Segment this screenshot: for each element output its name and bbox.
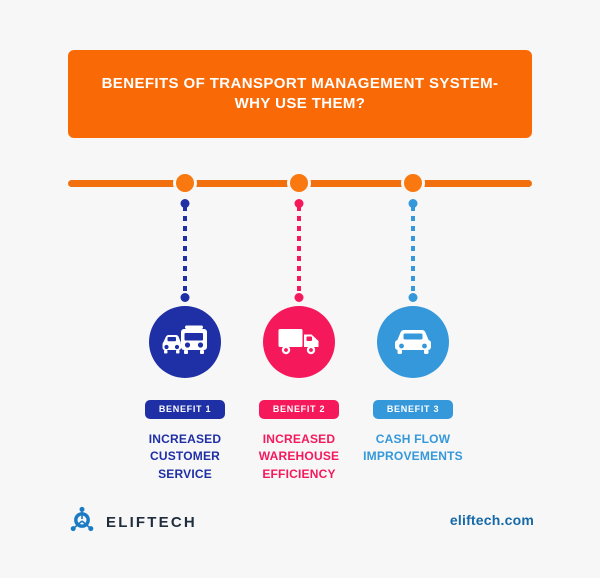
website-url[interactable]: eliftech.com: [449, 512, 534, 528]
benefit-column-1: BENEFIT 1 INCREASED CUSTOMER SERVICE: [105, 196, 265, 483]
benefit-column-3: BENEFIT 3 CASH FLOW IMPROVEMENTS: [333, 196, 493, 466]
delivery-truck-icon: [278, 327, 320, 357]
timeline-node-3[interactable]: [401, 171, 425, 195]
benefit-badge-1[interactable]: BENEFIT 1: [144, 400, 226, 419]
brand-logo[interactable]: ELIFTECH: [68, 506, 197, 539]
connector-cap-bottom-3: [408, 293, 418, 302]
timeline-node-1[interactable]: [173, 171, 197, 195]
connector-cap-top-1: [180, 199, 190, 208]
connector-dots-3: [411, 206, 415, 294]
page-title: BENEFITS OF TRANSPORT MANAGEMENT SYSTEM-…: [101, 74, 499, 112]
connector-dots-1: [183, 206, 187, 294]
timeline-node-2[interactable]: [287, 171, 311, 195]
timeline: [0, 168, 600, 198]
benefit-icon-circle-2[interactable]: [263, 306, 335, 378]
car-and-bus-icon: [162, 325, 208, 359]
connector-3: [333, 196, 493, 306]
car-front-icon: [393, 327, 433, 357]
connector-1: [105, 196, 265, 306]
connector-cap-bottom-1: [180, 293, 190, 302]
benefit-badge-3[interactable]: BENEFIT 3: [372, 400, 454, 419]
connector-dots-2: [297, 206, 301, 294]
benefit-caption-1: INCREASED CUSTOMER SERVICE: [148, 431, 222, 481]
footer: ELIFTECH eliftech.com: [0, 500, 600, 550]
connector-cap-bottom-2: [294, 293, 304, 302]
benefit-caption-2: INCREASED WAREHOUSE EFFICIENCY: [258, 431, 340, 481]
connector-cap-top-3: [408, 199, 418, 208]
eliftech-node-logo-icon: [68, 506, 96, 539]
connector-2: [219, 196, 379, 306]
benefit-caption-3: CASH FLOW IMPROVEMENTS: [363, 431, 463, 464]
benefit-column-2: BENEFIT 2 INCREASED WAREHOUSE EFFICIENCY: [219, 196, 379, 483]
brand-logo-text: ELIFTECH: [106, 514, 197, 531]
connector-cap-top-2: [294, 199, 304, 208]
header-banner: BENEFITS OF TRANSPORT MANAGEMENT SYSTEM-…: [68, 50, 532, 138]
benefit-icon-circle-1[interactable]: [149, 306, 221, 378]
benefit-icon-circle-3[interactable]: [377, 306, 449, 378]
benefit-badge-2[interactable]: BENEFIT 2: [258, 400, 340, 419]
